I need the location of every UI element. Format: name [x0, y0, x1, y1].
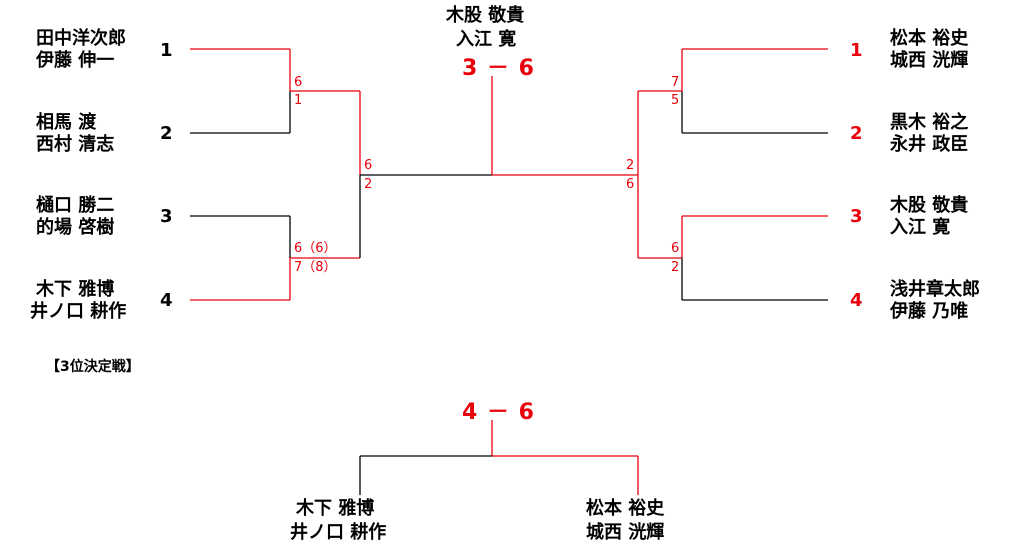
third-left-player2: 井ノ口 耕作 [290, 522, 387, 543]
left-sf1-score-top: 6 [294, 75, 303, 90]
right-team1-player2: 城西 洸輝 [890, 50, 969, 71]
left-team3-seed: 3 [160, 206, 173, 227]
right-team4-player2: 伊藤 乃唯 [890, 301, 969, 322]
right-sf2-score-top: 6 [671, 241, 680, 256]
final-score: 3 － 6 [462, 56, 535, 81]
right-team3-player1: 木股 敬貴 [890, 195, 969, 216]
third-left-player1: 木下 雅博 [296, 498, 375, 519]
third-place-score: 4 － 6 [462, 400, 535, 425]
right-team2-seed: 2 [850, 123, 863, 144]
third-right-player2: 城西 洸輝 [586, 522, 665, 543]
right-sf1-score-top: 7 [671, 75, 680, 90]
left-team1-player2: 伊藤 伸一 [36, 50, 115, 71]
left-team4-player1: 木下 雅博 [36, 279, 115, 300]
right-team2-player1: 黒木 裕之 [890, 112, 969, 133]
left-team2-seed: 2 [160, 123, 173, 144]
right-team1-seed: 1 [850, 40, 863, 61]
left-team4-player2: 井ノ口 耕作 [30, 301, 127, 322]
left-team2-player2: 西村 清志 [36, 134, 115, 155]
left-team4-seed: 4 [160, 290, 173, 311]
left-team3-player2: 的場 啓樹 [36, 217, 115, 238]
left-final-score-bottom: 2 [364, 177, 373, 192]
right-final-score-bottom: 6 [626, 177, 635, 192]
left-team3-player1: 樋口 勝二 [36, 195, 115, 216]
third-place-heading: 【3位決定戦】 [46, 359, 140, 375]
right-final-score-top: 2 [626, 158, 635, 173]
right-sf2-score-bottom: 2 [671, 260, 680, 275]
left-sf1-score-bottom: 1 [294, 93, 303, 108]
right-sf1-score-bottom: 5 [671, 93, 680, 108]
left-team2-player1: 相馬 渡 [36, 112, 97, 133]
right-team3-player2: 入江 寛 [890, 217, 951, 238]
right-team4-player1: 浅井章太郎 [890, 279, 980, 300]
champion-name-2: 入江 寛 [456, 29, 517, 50]
champion-name-1: 木股 敬貴 [446, 5, 525, 26]
left-team1-player1: 田中洋次郎 [36, 28, 126, 49]
right-team2-player2: 永井 政臣 [890, 134, 969, 155]
left-sf2-score-bottom: 7（8） [294, 260, 337, 275]
third-right-player1: 松本 裕史 [586, 498, 665, 519]
left-final-score-top: 6 [364, 158, 373, 173]
right-team3-seed: 3 [850, 206, 863, 227]
right-team4-seed: 4 [850, 290, 863, 311]
left-sf2-score-top: 6（6） [294, 241, 337, 256]
right-team1-player1: 松本 裕史 [890, 28, 969, 49]
left-team1-seed: 1 [160, 40, 173, 61]
